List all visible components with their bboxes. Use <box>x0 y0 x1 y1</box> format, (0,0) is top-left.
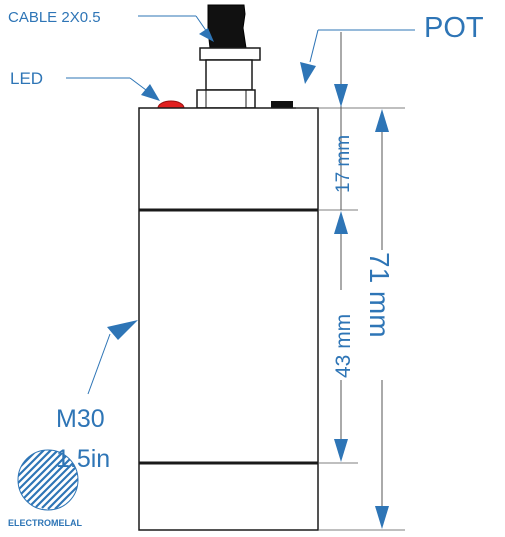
dim-total-label: 71 mm <box>364 252 395 338</box>
led-label: LED <box>10 69 43 88</box>
dim-top-label: 17 mm <box>333 135 354 193</box>
dim-total-arrow-down <box>375 506 389 529</box>
led-arrow <box>141 84 160 101</box>
dim-mid-arrow-down <box>334 439 348 462</box>
dim-top-arrow-down <box>334 84 348 107</box>
cable-assembly <box>196 4 261 109</box>
pot-arrow <box>300 62 316 84</box>
logo-text: ELECTROMELAL <box>8 518 82 528</box>
gland-body <box>205 59 253 91</box>
pot-label: POT <box>424 12 484 44</box>
thread-label: M30 <box>56 405 105 433</box>
gland-nut-top <box>199 47 261 61</box>
leaders <box>66 15 415 395</box>
led-indicator <box>157 100 185 109</box>
dim-mid-label: 43 mm <box>332 314 355 378</box>
cable-arrow <box>199 28 214 42</box>
thread-arrow <box>107 320 138 340</box>
dimensions <box>296 32 405 531</box>
dim-top-arrow-up <box>334 211 348 234</box>
pot-knob <box>271 101 293 108</box>
cable-label: CABLE 2X0.5 <box>8 9 101 26</box>
sensor-housing <box>138 107 319 531</box>
thread-inch-label: 1.5in <box>56 445 110 473</box>
dim-total-arrow-up <box>375 109 389 132</box>
